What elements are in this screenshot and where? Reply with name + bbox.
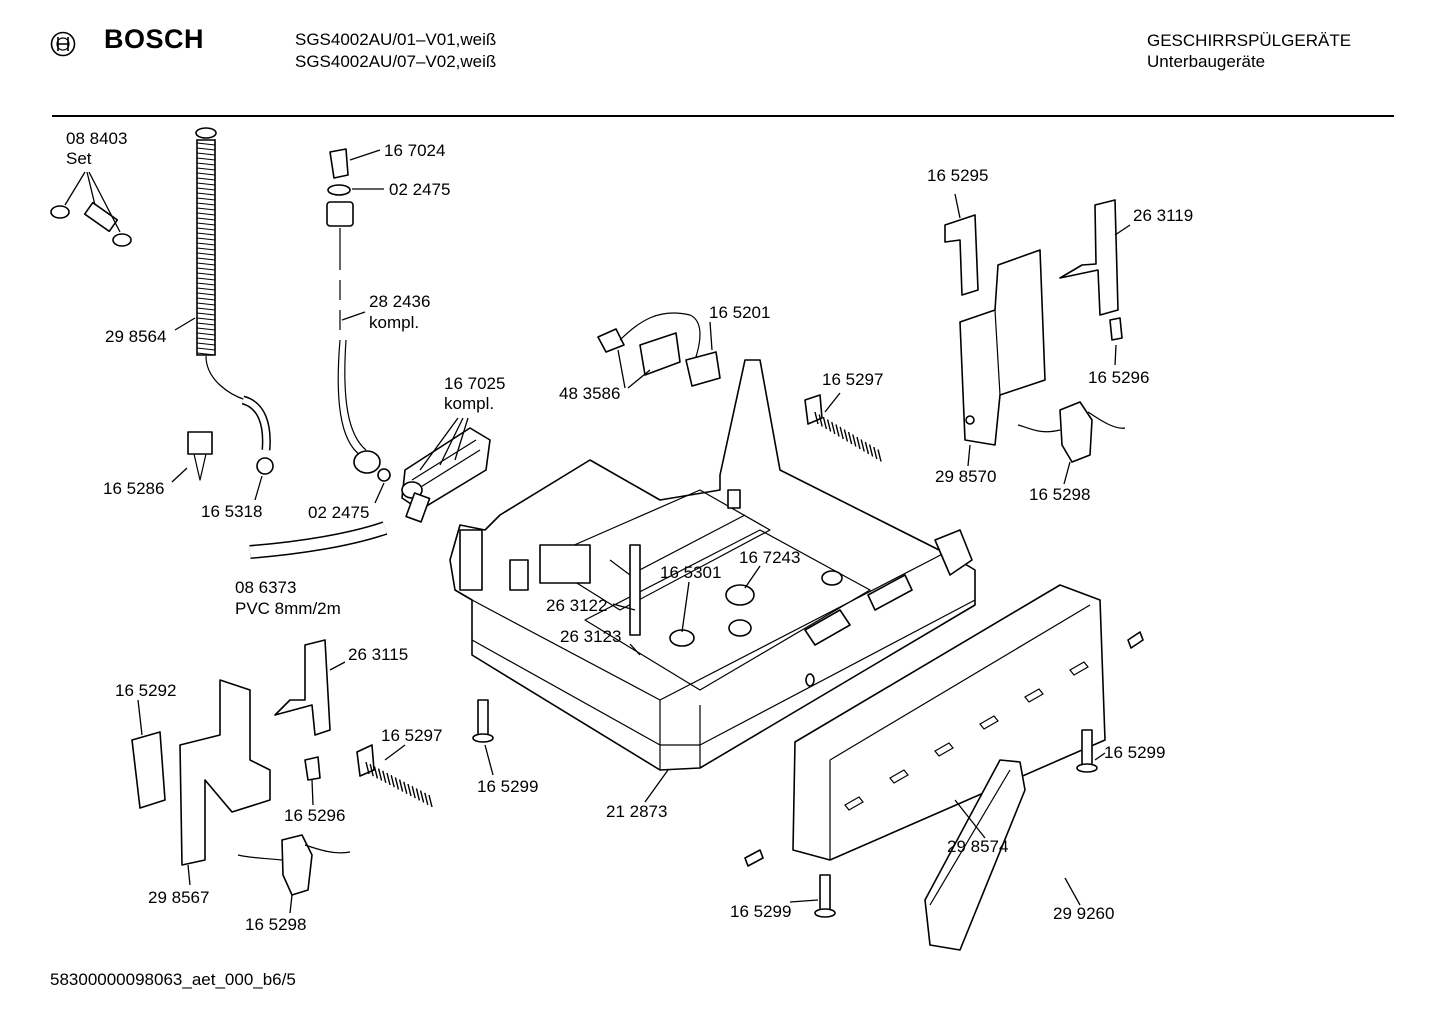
- part-label-167243: 16 7243: [739, 548, 800, 567]
- part-label-263123: 26 3123: [560, 627, 621, 646]
- part-label-165297-left: 16 5297: [381, 726, 442, 745]
- door-spring-left: [356, 744, 433, 808]
- part-label-165301: 16 5301: [660, 563, 721, 582]
- part-label-165318: 16 5318: [201, 502, 262, 521]
- screw-2: [744, 849, 764, 867]
- part-label-165201: 16 5201: [709, 303, 770, 322]
- hose-clip: [187, 431, 213, 481]
- kick-panel: [924, 759, 1026, 951]
- drawing-code: 58300000098063_aet_000_b6/5: [50, 970, 296, 989]
- part-label-263119: 26 3119: [1133, 206, 1193, 225]
- part-label-165299-bottom: 16 5299: [730, 902, 791, 921]
- part-label-022475-bottom: 02 2475: [308, 503, 369, 522]
- part-label-165295: 16 5295: [927, 166, 988, 185]
- right-hinge-assembly: [944, 199, 1126, 463]
- part-label-298567: 29 8567: [148, 888, 209, 907]
- part-label-165298-left: 16 5298: [245, 915, 306, 934]
- part-label-165296-left: 16 5296: [284, 806, 345, 825]
- product-subcategory: Unterbaugeräte: [1147, 52, 1266, 71]
- part-label-165297-right: 16 5297: [822, 370, 883, 389]
- header-divider: [52, 115, 1394, 117]
- inlet-hose-assembly: [326, 148, 391, 482]
- part-label-263115: 26 3115: [348, 645, 408, 664]
- plinth-panel: [792, 584, 1106, 861]
- model-number-1: SGS4002AU/01–V01,weiß: [295, 30, 497, 49]
- part-label-212873: 21 2873: [606, 802, 667, 821]
- brand-name: BOSCH: [104, 24, 205, 54]
- part-label-022475-top: 02 2475: [389, 180, 450, 199]
- base-tub: [449, 359, 976, 771]
- screw-1: [1127, 631, 1144, 649]
- product-category: GESCHIRRSPÜLGERÄTE: [1147, 31, 1352, 50]
- door-spring-right: [804, 394, 882, 462]
- part-label-165299-right: 16 5299: [1104, 743, 1165, 762]
- drain-hose: [195, 127, 274, 475]
- part-label-299260: 29 9260: [1053, 904, 1114, 923]
- part-label-298570: 29 8570: [935, 467, 996, 486]
- bosch-armature-icon: [50, 31, 76, 57]
- leveling-foot-3: [814, 874, 836, 918]
- part-label-165292: 16 5292: [115, 681, 176, 700]
- wiring-harness: [597, 312, 721, 387]
- leveling-foot-2: [1076, 729, 1098, 773]
- part-label-298574: 29 8574: [947, 837, 1008, 856]
- part-label-298564: 29 8564: [105, 327, 166, 346]
- model-number-2: SGS4002AU/07–V02,weiß: [295, 52, 497, 71]
- leveling-foot-1: [472, 699, 494, 743]
- leader-lines: [64, 149, 1131, 914]
- part-label-263122: 26 3122: [546, 596, 607, 615]
- part-label-483586: 48 3586: [559, 384, 620, 403]
- part-label-165286: 16 5286: [103, 479, 164, 498]
- part-label-165296-right: 16 5296: [1088, 368, 1149, 387]
- left-hinge-assembly: [131, 639, 351, 896]
- part-label-165298-right: 16 5298: [1029, 485, 1090, 504]
- part-label-165299-center: 16 5299: [477, 777, 538, 796]
- part-label-167024: 16 7024: [384, 141, 445, 160]
- hose-clamp-set: [50, 201, 132, 247]
- water-valve-assembly: [401, 427, 491, 523]
- pvc-tube: [249, 522, 387, 558]
